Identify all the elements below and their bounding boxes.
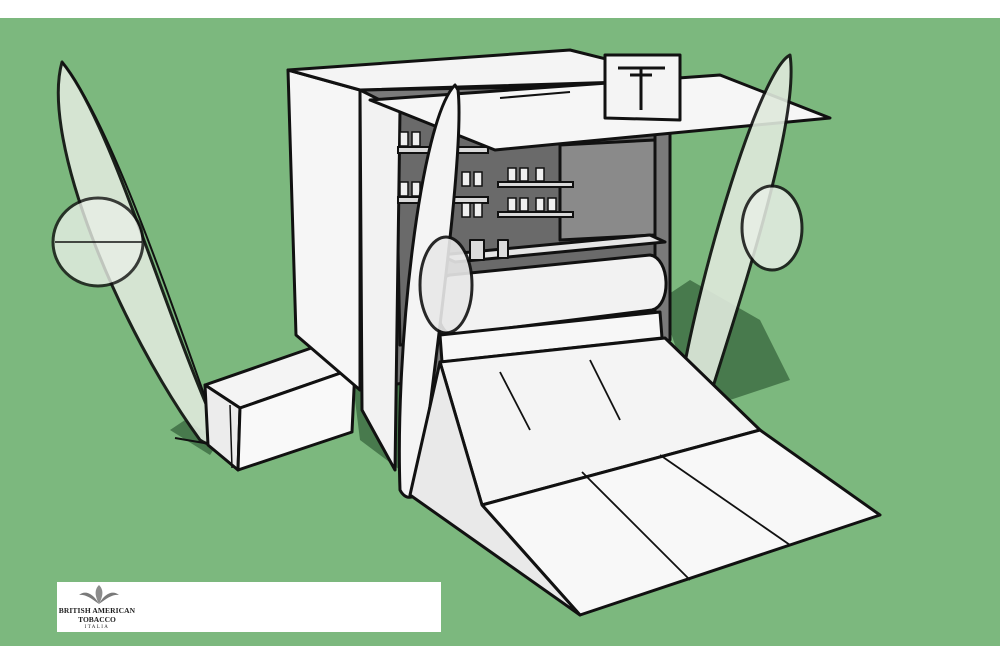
kiosk-drawing bbox=[0, 18, 1000, 646]
bottom-margin bbox=[0, 646, 1000, 667]
logo-text-line1: BRITISH AMERICAN bbox=[58, 606, 136, 615]
logo-text-line2: TOBACCO bbox=[78, 615, 116, 624]
logo-text-line3: ITALIA bbox=[84, 625, 110, 630]
brand-logo: BRITISH AMERICAN TOBACCO ITALIA bbox=[57, 582, 441, 632]
leaf-icon bbox=[79, 585, 119, 604]
kiosk-sketch bbox=[0, 18, 1000, 646]
roof-sign bbox=[603, 53, 682, 122]
floor-ramp bbox=[408, 336, 882, 617]
